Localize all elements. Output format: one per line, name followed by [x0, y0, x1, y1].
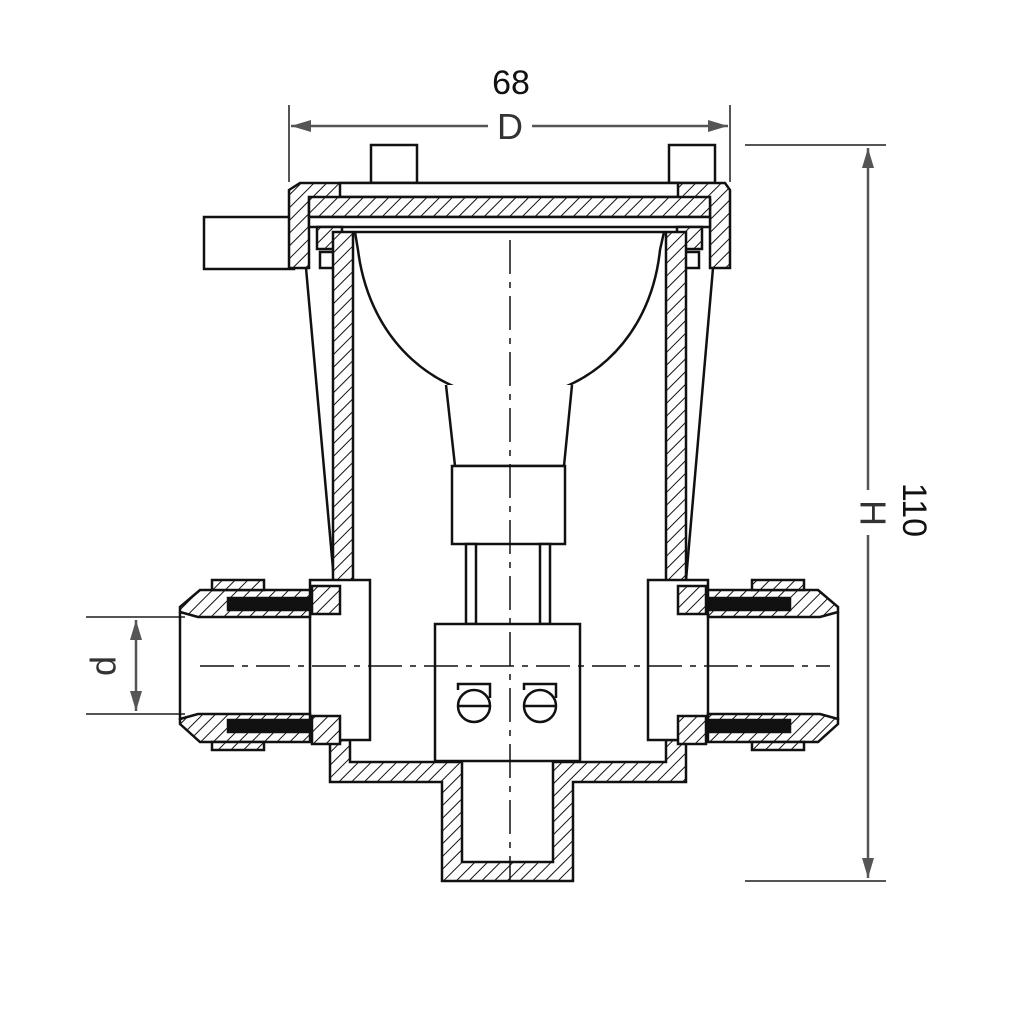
screw-left-head [456, 682, 492, 698]
inner-wall-left [331, 230, 355, 594]
left-ring-top [226, 596, 310, 612]
float-stem [444, 384, 574, 468]
width-value: 68 [492, 64, 530, 102]
left-nut-top-edge [210, 578, 266, 592]
left-ring-bottom [226, 718, 310, 734]
right-nut-top-edge [750, 578, 806, 592]
rod-right [538, 542, 552, 626]
height-value: 110 [895, 483, 933, 537]
lid-gasket [307, 215, 712, 229]
side-handle [202, 215, 296, 271]
inner-wall-right [664, 230, 688, 594]
port-symbol: d [83, 656, 124, 676]
cap-top-plate [338, 181, 680, 199]
left-nut-bottom-edge [210, 740, 266, 752]
screw-right-head [522, 682, 558, 698]
skirt-line-left [304, 267, 336, 581]
height-dimension: H 110 [745, 144, 933, 882]
width-symbol: D [497, 106, 523, 147]
right-port-seal-bottom [676, 714, 708, 746]
left-port-seal-bottom [310, 714, 342, 746]
top-peg-right [667, 143, 717, 185]
valve-body [178, 143, 840, 883]
skirt-line-right [684, 267, 715, 581]
right-port-seal-top [676, 584, 708, 616]
port-dimension: d [83, 616, 185, 715]
center-block [433, 622, 582, 763]
lid-plate [307, 195, 712, 219]
right-nut-bottom-edge [750, 740, 806, 752]
height-symbol: H [852, 500, 893, 526]
rod-left [464, 542, 478, 626]
right-ring-bottom [708, 718, 792, 734]
right-ring-top [708, 596, 792, 612]
top-peg-left [369, 143, 419, 185]
left-port-seal-top [310, 584, 342, 616]
width-dimension: 68 D [288, 64, 731, 182]
centerlines [200, 240, 830, 880]
float-collar [450, 464, 567, 546]
